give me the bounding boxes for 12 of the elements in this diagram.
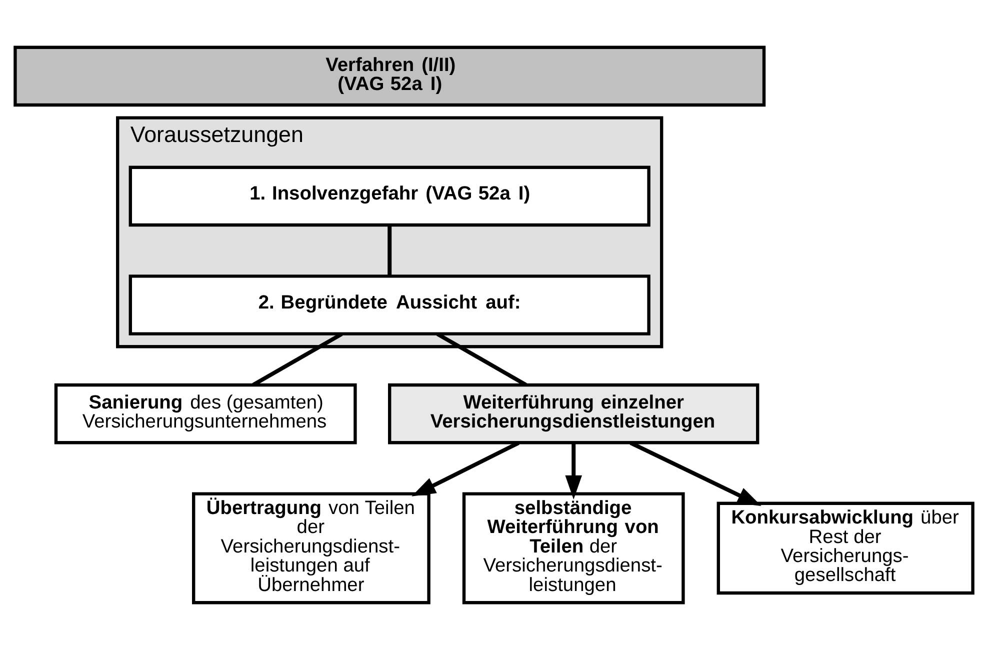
connector xyxy=(252,332,343,386)
node-box: 1. Insolvenzgefahr (VAG 52a I) xyxy=(128,165,650,226)
node-box: Verfahren (I/II) (VAG 52a I) xyxy=(14,45,766,106)
node-box: Sanierung des (gesamten) Versicherungsunternehmens xyxy=(54,382,357,444)
arrow xyxy=(565,442,582,499)
node-box: selbständige Weiterführung von Teilen der Versicherungsdienst- leistungen xyxy=(462,492,685,604)
connector xyxy=(436,332,527,386)
node-box: Weiterführung einzelner Versicherungsdienstleistungen xyxy=(388,382,760,444)
node-box: Übertragung von Teilen der Versicherungsdienst- leistungen auf Übernehmer xyxy=(192,492,430,604)
node-box: Konkursabwicklung über Rest der Versicherungs- gesellschaft xyxy=(716,501,974,594)
connector xyxy=(388,225,392,275)
node-box: 2. Begründete Aussicht auf: xyxy=(128,274,650,335)
